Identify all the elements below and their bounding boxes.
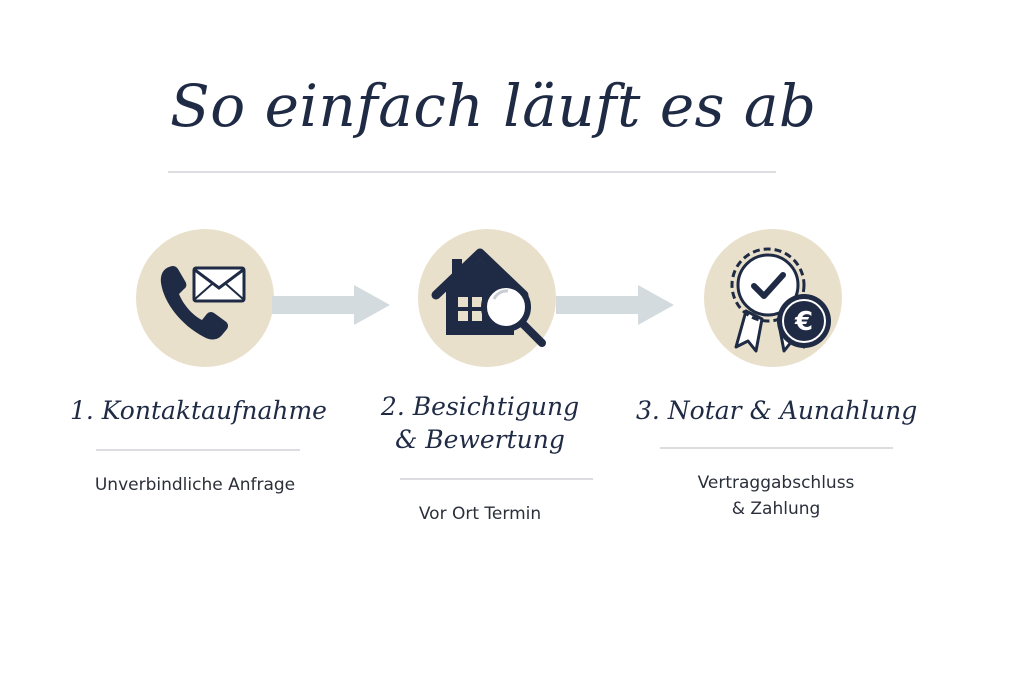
step-2-icon-circle bbox=[418, 229, 556, 367]
step-2-title-line1: 2. Besichtigung bbox=[380, 392, 580, 421]
phone-envelope-icon bbox=[160, 265, 246, 340]
step-3-divider bbox=[660, 447, 893, 449]
step-1-divider bbox=[96, 449, 300, 451]
step-3-icon-circle: € bbox=[704, 229, 842, 367]
title-divider bbox=[168, 171, 776, 173]
step-3-subtitle-line1: Vertraggabschluss bbox=[697, 473, 855, 493]
page-title: So einfach läuft es ab bbox=[170, 72, 817, 140]
step-3-subtitle-line2: & Zahlung bbox=[731, 499, 821, 519]
step-2-divider bbox=[400, 478, 593, 480]
step-3-subtitle: Vertraggabschluss & Zahlung bbox=[656, 470, 896, 522]
step-2-title-line2: & Bewertung bbox=[395, 425, 565, 454]
step-2-subtitle-line1: Vor Ort Termin bbox=[418, 504, 542, 524]
step-3-title-line1: 3. Notar & Aunahlung bbox=[636, 396, 918, 425]
step-2-subtitle: Vor Ort Termin bbox=[365, 501, 595, 527]
step-1-subtitle: Unverbindliche Anfrage bbox=[70, 472, 320, 498]
step-1-subtitle-line1: Unverbindliche Anfrage bbox=[94, 475, 296, 495]
step-1-title-line1: 1. Kontaktaufnahme bbox=[70, 396, 327, 425]
step-1-title: 1. Kontaktaufnahme bbox=[70, 394, 327, 427]
house-magnifier-icon bbox=[431, 248, 546, 347]
arrow-right-icon bbox=[556, 285, 674, 325]
arrow-right-icon bbox=[272, 285, 390, 325]
step-2-title: 2. Besichtigung & Bewertung bbox=[365, 390, 595, 456]
step-1-icon-circle bbox=[136, 229, 274, 367]
euro-symbol: € bbox=[794, 307, 813, 337]
step-3-title: 3. Notar & Aunahlung bbox=[636, 394, 918, 427]
certificate-euro-icon: € bbox=[730, 247, 831, 353]
